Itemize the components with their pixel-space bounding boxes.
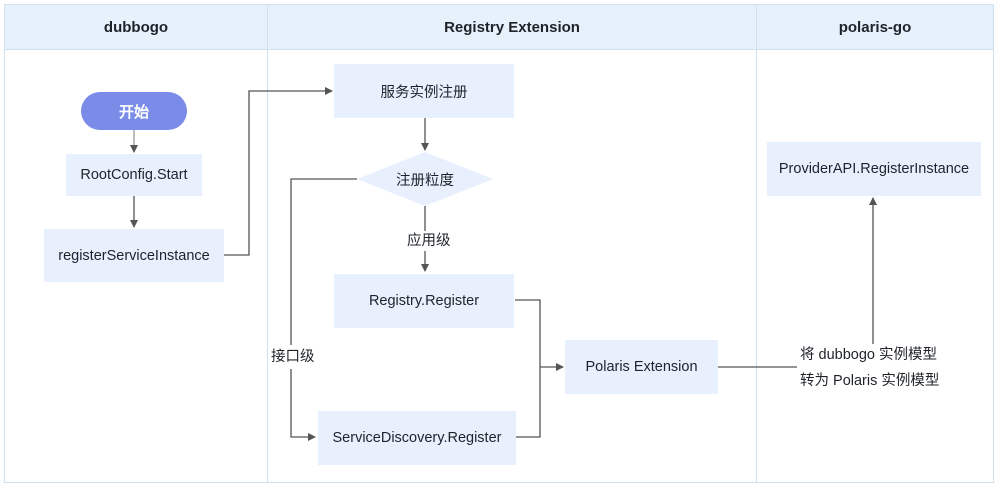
interface-level-label: 接口级 [271,345,315,369]
edge-diamond-to-service-discovery [290,178,357,441]
model-conversion-label: 将 dubbogo 实例模型 转为 Polaris 实例模型 [797,344,943,392]
swimlane-diagram: dubbogo Registry Extension polaris-go [4,4,994,483]
provider-api-register-instance-node: ProviderAPI.RegisterInstance [767,142,981,196]
start-node: 开始 [81,92,187,130]
lane-title-dubbogo: dubbogo [5,5,267,50]
root-config-start-node: RootConfig.Start [66,154,202,196]
register-service-instance-node: registerServiceInstance [44,229,224,282]
model-conversion-line-2: 转为 Polaris 实例模型 [800,373,940,389]
granularity-decision-label: 注册粒度 [396,172,454,189]
application-level-label: 应用级 [405,231,453,251]
polaris-extension-node: Polaris Extension [565,340,718,394]
model-conversion-line-1: 将 dubbogo 实例模型 [800,347,938,363]
lane-title-registry-extension: Registry Extension [268,5,756,50]
edge-register-to-service-instance-register [224,87,333,256]
edge-service-discovery-to-polaris-extension [516,363,564,438]
granularity-decision-diamond [357,152,493,206]
lane-title-polaris-go: polaris-go [757,5,993,50]
lane-polaris-go: polaris-go [756,5,993,482]
edge-polaris-extension-to-provider-api [718,197,877,368]
lane-dubbogo: dubbogo [5,5,267,482]
service-instance-register-node: 服务实例注册 [334,64,514,118]
edge-registry-register-to-polaris-extension [515,299,541,367]
service-discovery-register-node: ServiceDiscovery.Register [318,411,516,465]
registry-register-node: Registry.Register [334,274,514,328]
lane-registry-extension: Registry Extension [267,5,756,482]
